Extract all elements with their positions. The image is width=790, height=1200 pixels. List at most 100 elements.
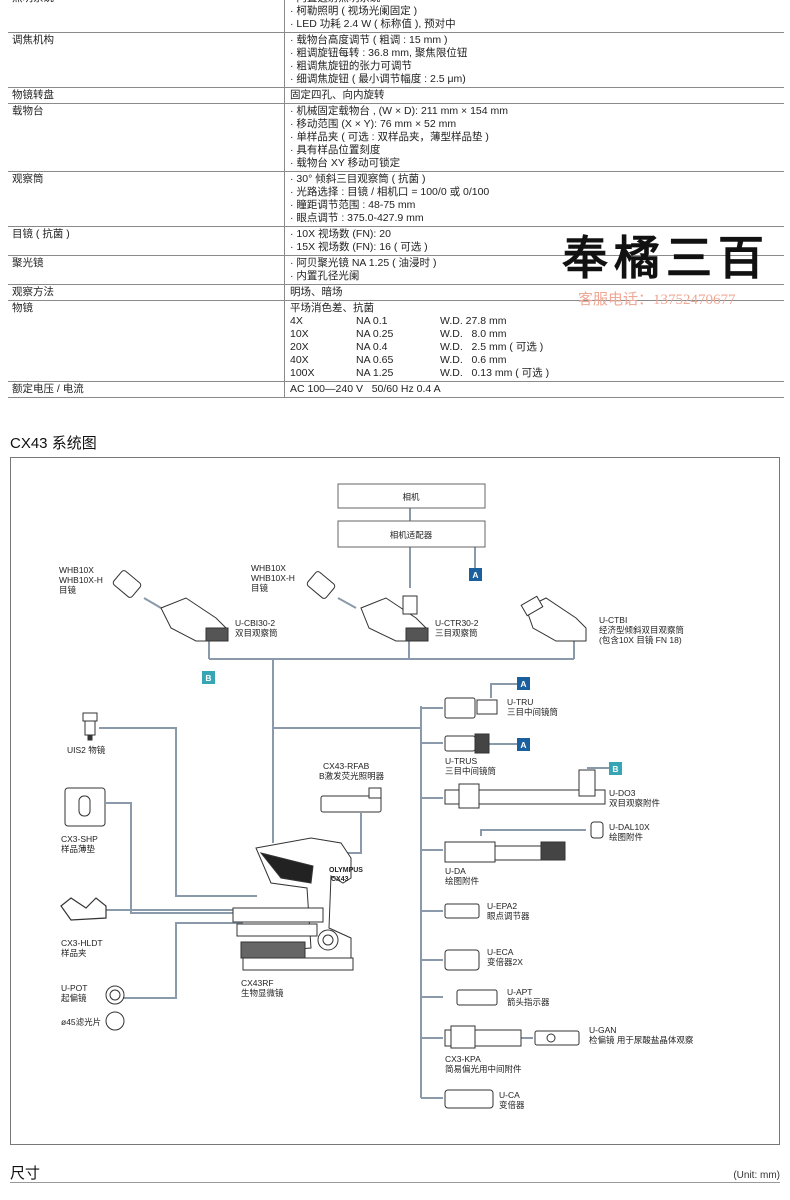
spec-line: 明场、暗场 — [290, 286, 343, 298]
svg-text:A: A — [472, 570, 478, 580]
rfab-drawing — [320, 787, 382, 813]
objective-row: 20X NA 0.4 W.D. 2.5 mm ( 可选 ) — [290, 341, 780, 354]
spec-line: · 内置孔径光阑 — [290, 270, 360, 282]
filter-drawing — [105, 1011, 125, 1031]
ugan-label-1: U-GAN — [589, 1025, 616, 1035]
uctbi-drawing — [520, 595, 587, 642]
filter-label: ø45滤光片 — [61, 1017, 101, 1027]
camera-adapter-box — [337, 520, 486, 548]
ueca-drawing — [444, 949, 480, 971]
uctr-label-2: 三目观察筒 — [435, 628, 478, 638]
watermark-brand: 奉橘三百 — [562, 231, 770, 285]
ueca-label-2: 变倍器2X — [487, 957, 523, 967]
scope-brand-2: CX43 — [331, 876, 349, 883]
spec-line: · 粗调旋钮每转 : 36.8 mm, 聚焦限位钮 — [290, 47, 468, 59]
cx43rf-label-1: CX43RF — [241, 978, 274, 988]
spec-key: 聚光镜 — [8, 255, 285, 285]
udal-drawing — [590, 821, 604, 839]
objective-na: NA 0.1 — [356, 315, 388, 327]
spec-line: · 阿贝聚光镜 NA 1.25 ( 油浸时 ) — [290, 257, 437, 269]
objective-wd: W.D. 2.5 mm ( 可选 ) — [440, 341, 544, 353]
udo3-label-2: 双目观察附件 — [609, 798, 661, 808]
spec-line: 固定四孔、向内旋转 — [290, 89, 385, 101]
hldt-drawing — [60, 897, 107, 921]
udo3-drawing — [444, 769, 606, 809]
ugan-label-2: 检偏镜 用于尿酸盐晶体观察 — [589, 1035, 694, 1045]
dimensions-title: 尺寸 — [10, 1165, 41, 1182]
uda-label-2: 绘图附件 — [445, 876, 480, 886]
spec-value: · 30° 倾斜三目观察筒 ( 抗菌 )· 光路选择 : 目镜 / 相机口 = … — [284, 171, 784, 227]
spec-row: 目镜 ( 抗菌 )· 10X 视场数 (FN): 20· 15X 视场数 (FN… — [8, 226, 784, 256]
spec-row: 照明系统· 内置透射照明系统· 柯勒照明 ( 视场光阑固定 )· LED 功耗 … — [8, 0, 784, 33]
spec-value: 固定四孔、向内旋转 — [284, 87, 784, 104]
spec-key: 额定电压 / 电流 — [8, 381, 285, 398]
ucbi-label-1: U-CBI30-2 — [235, 618, 275, 628]
svg-text:A: A — [520, 679, 526, 689]
uctbi-label-2: 经济型倾斜双目观察筒 — [599, 625, 684, 635]
eyepiece-1-drawing — [112, 570, 162, 609]
spec-row: 聚光镜 · 阿贝聚光镜 NA 1.25 ( 油浸时 )· 内置孔径光阑 — [8, 255, 784, 285]
hldt-label-1: CX3-HLDT — [61, 938, 103, 948]
uctr-drawing — [360, 595, 429, 642]
system-diagram-svg: 相机 相机适配器 A B A A B WHB10X WHB10X-H 目镜 U-… — [59, 483, 694, 1110]
utru-drawing — [444, 697, 498, 719]
utru-label-1: U-TRU — [507, 697, 533, 707]
spec-line: · 载物台 XY 移动可锁定 — [290, 157, 401, 169]
badge-b-tube: B — [202, 671, 215, 684]
microscope-drawing — [232, 837, 354, 971]
spec-key: 载物台 — [8, 103, 285, 172]
cx43rf-label-2: 生物显微镜 — [241, 988, 284, 998]
spec-line: · 光路选择 : 目镜 / 相机口 = 100/0 或 0/100 — [290, 186, 490, 198]
system-diagram: 相机 相机适配器 A B A A B WHB10X WHB10X-H 目镜 U-… — [10, 457, 780, 1145]
utrus-label-1: U-TRUS — [445, 756, 477, 766]
uepa-label-2: 眼点调节器 — [487, 911, 530, 921]
objective-mag: 40X — [290, 354, 309, 366]
objective-mag: 10X — [290, 328, 309, 340]
spec-value: · 机械固定载物台 , (W × D): 211 mm × 154 mm· 移动… — [284, 103, 784, 172]
uepa-label-1: U-EPA2 — [487, 901, 517, 911]
spec-key: 照明系统 — [8, 0, 285, 33]
kpa-label-1: CX3-KPA — [445, 1054, 481, 1064]
dimensions-rule — [10, 1182, 780, 1183]
badge-b-do3: B — [609, 762, 622, 775]
spec-value: · 载物台高度调节 ( 粗调 : 15 mm )· 粗调旋钮每转 : 36.8 … — [284, 32, 784, 88]
spec-row: 载物台· 机械固定载物台 , (W × D): 211 mm × 154 mm·… — [8, 103, 784, 172]
spec-line: · 单样品夹 ( 可选 : 双样品夹，薄型样品垫 ) — [290, 131, 489, 143]
upot-label-1: U-POT — [61, 983, 87, 993]
uapt-label-2: 箭头指示器 — [507, 997, 550, 1007]
objective-wd: W.D. 0.13 mm ( 可选 ) — [440, 367, 550, 379]
rfab-label-2: B激发荧光照明器 — [319, 771, 385, 781]
objective-wd: W.D. 8.0 mm — [440, 328, 507, 340]
ueca-label-1: U-ECA — [487, 947, 514, 957]
spec-row: 调焦机构· 载物台高度调节 ( 粗调 : 15 mm )· 粗调旋钮每转 : 3… — [8, 32, 784, 88]
badge-a-camera: A — [469, 568, 482, 581]
hldt-label-2: 样品夹 — [61, 948, 87, 958]
watermark-phone: 客服电话：13752470677 — [578, 292, 736, 308]
spec-key: 物镜 — [8, 300, 285, 382]
objective-mag: 20X — [290, 341, 309, 353]
spec-line: · 移动范围 (X × Y): 76 mm × 52 mm — [290, 118, 457, 130]
badge-a-tru: A — [517, 677, 530, 690]
camera-box — [337, 483, 486, 509]
uca-label-2: 变倍器 — [499, 1100, 525, 1110]
shp-drawing — [64, 787, 106, 827]
uda-label-1: U-DA — [445, 866, 466, 876]
uapt-drawing — [456, 989, 498, 1006]
ucbi-label-2: 双目观察筒 — [235, 628, 278, 638]
spec-value: 明场、暗场 — [284, 284, 784, 301]
objective-na: NA 1.25 — [356, 367, 394, 379]
unit-label: (Unit: mm) — [733, 1170, 780, 1181]
objective-na: NA 0.4 — [356, 341, 388, 353]
kpa-drawing — [444, 1025, 522, 1049]
spec-key: 物镜转盘 — [8, 87, 285, 104]
spec-line: 平场消色差、抗菌 — [290, 302, 374, 314]
spec-line: · 15X 视场数 (FN): 16 ( 可选 ) — [290, 241, 428, 253]
objective-na: NA 0.25 — [356, 328, 394, 340]
spec-key: 观察筒 — [8, 171, 285, 227]
eyepiece-1-label-2: WHB10X-H — [59, 575, 103, 585]
uis2-objective-drawing — [82, 712, 98, 741]
spec-line: · 内置透射照明系统 — [290, 0, 780, 5]
eyepiece-2-label-3: 目镜 — [251, 583, 269, 593]
